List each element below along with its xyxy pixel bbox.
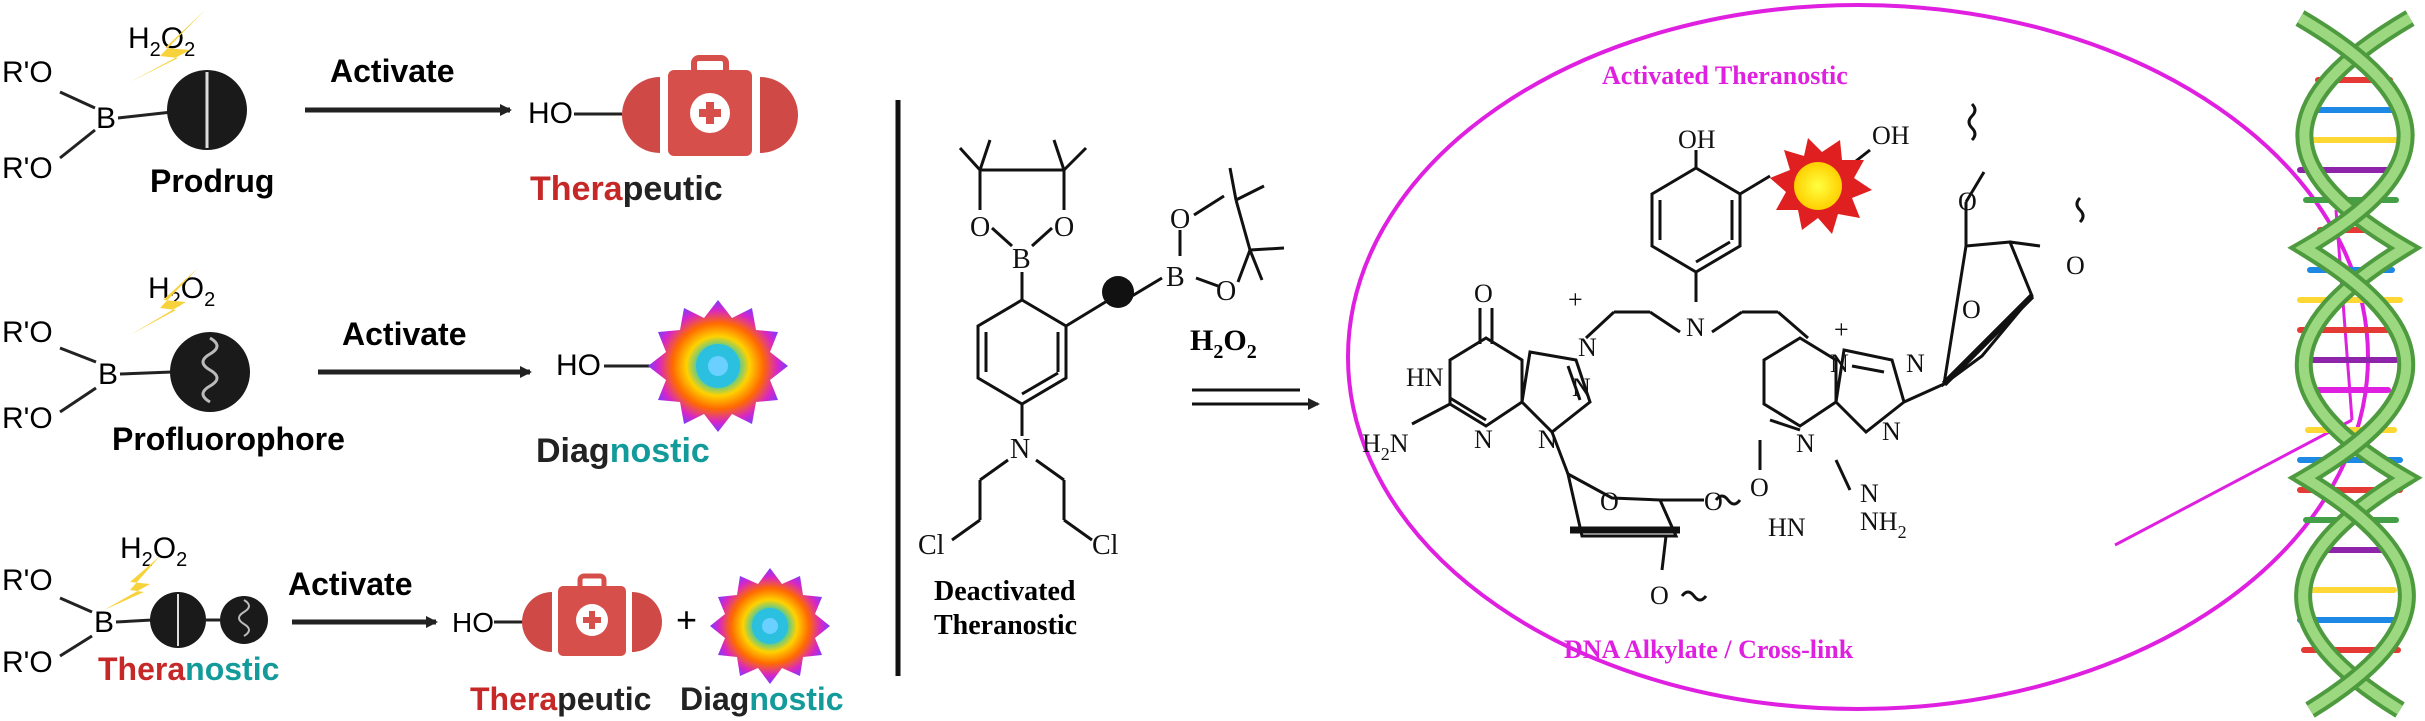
first-aid-capsule-icon [522,573,662,656]
lightning-bolt-icon [130,10,205,82]
first-aid-capsule-icon [622,55,798,156]
ho-2: HO [556,349,601,382]
activate-label-1: Activate [330,53,455,89]
therapeutic-label-1: Therapeutic [530,170,723,208]
atom-o-right-top: O [1170,204,1190,235]
squiggle-icon [1714,494,1742,506]
profluorophore-label: Profluorophore [112,421,345,457]
theranostic-sphere-right-icon [220,596,268,644]
atom-n-right-4: N [1860,479,1879,508]
atom-oh-fluor: OH [1872,121,1910,150]
atom-cl-right: Cl [1092,530,1119,561]
atom-o-left: O [970,212,990,243]
prodrug-label: Prodrug [150,163,274,199]
atom-n-right-2: N [1796,429,1815,458]
ro-top-1: R'O [2,56,53,89]
row-prodrug: H2O2 R'O R'O B Prodrug Activate HO Thera… [2,10,798,208]
row-theranostic: H2O2 R'O R'O B Theranostic Activate HO + [2,532,844,717]
h2o2-label-3: H2O2 [120,532,187,571]
plus-left: + [1568,285,1583,314]
fluorophore-star-icon [1770,138,1872,234]
atom-o-right-3: O [2066,251,2085,280]
boron-3: B [94,606,114,639]
atom-nh2-right: NH2 [1860,507,1907,542]
linker-dot-icon [1102,276,1134,308]
activated-theranostic-title: Activated Theranostic [1602,61,1848,90]
atom-h2n: H2N [1362,429,1409,464]
fluorescent-burst-icon [648,300,788,432]
squiggle-icon [2075,196,2085,224]
dna-alkylate-caption: DNA Alkylate / Cross-link [1564,635,1854,664]
boron-1: B [96,102,116,135]
ro-bottom-2: R'O [2,402,53,435]
h2o2-label-2: H2O2 [148,272,215,311]
atom-n-plus-right: N [1830,349,1849,378]
atom-n-middle: N [1010,434,1030,465]
ro-top-3: R'O [2,564,53,597]
atom-o-right-bottom: O [1216,276,1236,307]
atom-o-left-3: O [1650,581,1669,610]
row-profluorophore: H2O2 R'O R'O B Profluorophore Activate H… [2,268,788,470]
ro-top-2: R'O [2,316,53,349]
ro-bottom-1: R'O [2,152,53,185]
atom-b-right: B [1166,262,1185,293]
atom-o-carbonyl-right: O [1750,473,1769,502]
squiggle-icon [1680,590,1708,602]
deactivated-theranostic-structure [951,139,1285,542]
activated-structure-bonds [1411,148,2041,571]
ho-3: HO [452,607,494,638]
boron-2: B [98,358,118,391]
diagnostic-label-1: Diagnostic [536,432,710,470]
h2o2-reaction-label: H2O2 [1190,324,1257,363]
lightning-bolt-icon [104,556,160,610]
atom-o-right-5: O [1958,187,1977,216]
atom-n-right-3: N [1882,417,1901,446]
atom-n-center: N [1686,313,1705,342]
activated-atoms: OH OH N N + N + O HN N N N H2N O O O N N… [1362,121,2085,610]
activate-label-2: Activate [342,316,467,352]
atom-n-right-1: N [1906,349,1925,378]
atom-o-sugar-left: O [1600,487,1619,516]
profluorophore-sphere-icon [170,332,250,412]
dna-helix-icon [2287,10,2423,718]
atom-hn-right: HN [1768,513,1806,542]
ro-bottom-3: R'O [2,646,53,679]
zoom-line-upper [2334,209,2354,421]
atom-b-top: B [1012,244,1031,275]
therapeutic-label-2: Therapeutic [470,681,651,717]
atom-o-sugar-right: O [1962,295,1981,324]
atom-n-left-3: N [1538,425,1557,454]
activate-label-3: Activate [288,566,413,602]
plus-sign: + [676,599,697,640]
deactivated-label-line2: Theranostic [934,610,1077,641]
activated-ellipse [1346,3,2370,711]
atom-oh-phenol: OH [1678,125,1716,154]
atom-cl-left: Cl [918,530,945,561]
atom-hn-left: HN [1406,363,1444,392]
diagnostic-label-2: Diagnostic [680,681,844,717]
zoom-line-lower [2114,418,2353,547]
deactivated-label-line1: Deactivated [934,576,1076,607]
fluorescent-burst-icon [710,568,830,684]
squiggle-icon [1967,102,1977,142]
atom-n-left-1: N [1572,373,1591,402]
middle-atoms: B O O B O O N Cl Cl [918,204,1236,561]
plus-right: + [1834,315,1849,344]
atom-o-left-5: O [1704,487,1723,516]
ho-1: HO [528,97,573,130]
atom-n-plus-left: N [1578,333,1597,362]
atom-o-right: O [1054,212,1074,243]
atom-o-carbonyl-left: O [1474,279,1493,308]
theranostic-label: Theranostic [98,651,279,687]
lightning-bolt-icon [130,268,198,335]
atom-n-left-2: N [1474,425,1493,454]
